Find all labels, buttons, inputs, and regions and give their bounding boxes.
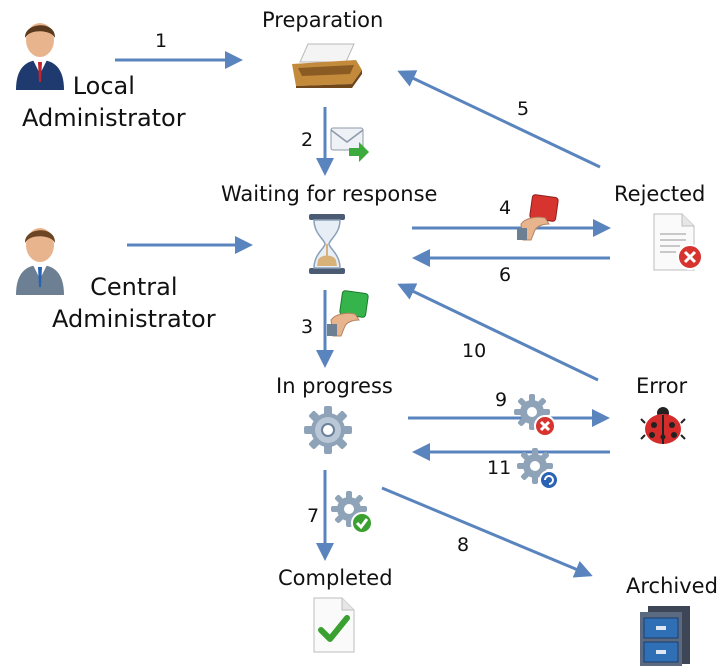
state-in-progress-label: In progress — [276, 374, 393, 398]
gear-error-icon — [512, 392, 558, 442]
local-admin-label-line1: Local — [72, 72, 135, 100]
central-admin-label-line2: Administrator — [52, 305, 216, 333]
transition-number-1: 1 — [155, 30, 168, 52]
local-admin-icon — [10, 10, 70, 96]
arrow-5 — [397, 70, 601, 169]
local-admin-label: Local Administrator — [22, 70, 186, 134]
transition-number-11: 11 — [487, 457, 512, 479]
gear-check-icon — [329, 489, 375, 539]
transition-number-9: 9 — [495, 389, 508, 411]
arrow-8 — [381, 486, 593, 578]
state-preparation-label: Preparation — [262, 8, 384, 32]
transition-number-7: 7 — [307, 505, 320, 527]
state-error-label: Error — [636, 374, 688, 398]
ladybug-icon — [640, 405, 686, 449]
transition-number-3: 3 — [301, 316, 314, 338]
state-completed-label: Completed — [278, 566, 393, 590]
envelope-forward-icon — [329, 122, 371, 166]
state-waiting-label: Waiting for response — [221, 182, 438, 206]
gear-icon — [302, 404, 354, 460]
red-card-icon — [517, 194, 561, 246]
central-admin-label-line1: Central — [90, 273, 178, 301]
inbox-tray-icon — [290, 40, 364, 92]
central-admin-icon — [10, 215, 70, 301]
local-admin-label-line2: Administrator — [22, 104, 186, 132]
green-card-icon — [327, 290, 371, 342]
arrow-10 — [397, 283, 599, 382]
transition-number-4: 4 — [499, 197, 512, 219]
transition-number-6: 6 — [499, 264, 512, 286]
state-rejected-label: Rejected — [614, 182, 706, 206]
transition-number-2: 2 — [301, 129, 314, 151]
hourglass-icon — [307, 212, 347, 280]
transition-number-8: 8 — [457, 534, 470, 556]
document-error-icon — [650, 212, 708, 278]
filing-cabinet-icon — [638, 604, 694, 670]
state-archived-label: Archived — [626, 574, 718, 598]
gear-refresh-icon — [515, 446, 561, 496]
transition-number-10: 10 — [462, 340, 487, 362]
transition-number-5: 5 — [517, 98, 530, 120]
central-admin-label: Central Administrator — [52, 271, 216, 335]
document-check-icon — [312, 596, 356, 658]
